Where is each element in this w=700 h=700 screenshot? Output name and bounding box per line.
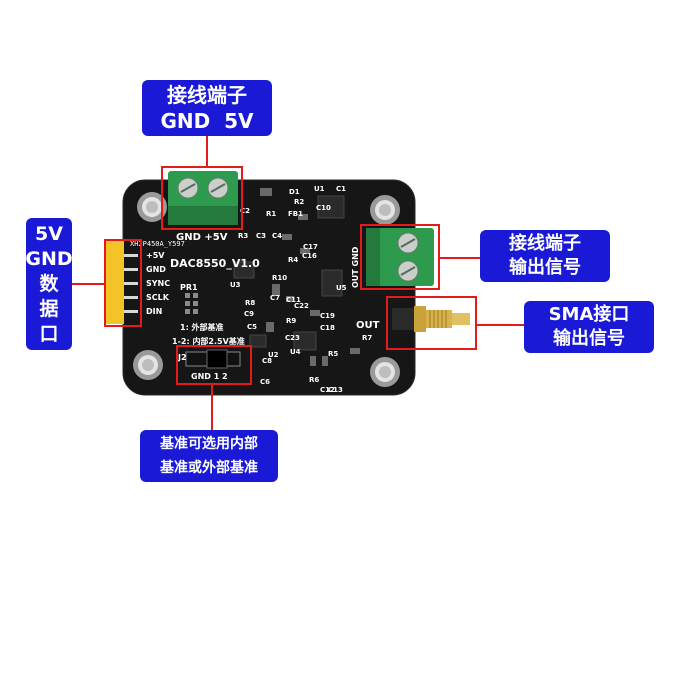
component-designator: C1 [336, 185, 346, 193]
callout-left-line: 数 [39, 272, 59, 295]
highlight-output-terminal [360, 224, 440, 290]
connector-right1 [440, 257, 480, 259]
component-designator: C19 [320, 312, 335, 320]
component-designator: C10 [316, 204, 331, 212]
pr1-label: PR1 [180, 283, 198, 292]
out-terminal-silk: OUT GND [351, 246, 360, 288]
callout-right1-line1: 接线端子 [509, 233, 581, 254]
callout-left-line: 5V [35, 222, 63, 245]
component-designator: C18 [320, 324, 335, 332]
callout-right1-line2: 输出信号 [509, 257, 581, 278]
highlight-top-terminal [161, 166, 243, 230]
callout-top-terminal: 接线端子 GND 5V [142, 80, 272, 136]
component-designator: D1 [289, 188, 300, 196]
component-designator: C9 [244, 310, 254, 318]
callout-right2-line2: 输出信号 [553, 328, 625, 349]
callout-data-port: 5V GND 数 据 口 [25, 218, 73, 350]
component-designator: C7 [270, 294, 280, 302]
component-designator: R3 [238, 232, 248, 240]
callout-left-line: GND [25, 247, 73, 270]
component-designator: C4 [272, 232, 282, 240]
mounting-hole-bottom-left [133, 350, 163, 380]
mounting-hole-top-right [370, 195, 400, 225]
component-designator: C2 [240, 207, 250, 215]
component-designator: R1 [266, 210, 276, 218]
highlight-sma [386, 296, 477, 350]
pin-label: SCLK [146, 293, 170, 302]
callout-right2-line1: SMA接口 [548, 304, 630, 325]
jumper-pins: GND 1 2 [191, 372, 228, 381]
ic-u3 [233, 261, 255, 279]
component-designator: C23 [285, 334, 300, 342]
pin-label: GND [146, 265, 166, 274]
out-label: OUT [356, 320, 380, 331]
ic-u5 [321, 269, 343, 297]
pin-label: SYNC [146, 279, 170, 288]
connector-top [206, 136, 208, 167]
component-designator: U3 [230, 281, 241, 289]
component-designator: C8 [262, 357, 272, 365]
component-designator: C6 [260, 378, 270, 386]
connector-left [72, 283, 105, 285]
header-part-label: XH2P450A_Y597 [130, 240, 185, 248]
jumper-label: J2 [177, 353, 187, 362]
mounting-hole-bottom-right [370, 357, 400, 387]
top-terminal-silk: GND +5V [176, 232, 228, 243]
pin-labels: +5V GND SYNC SCLK DIN [146, 251, 170, 316]
ic-u4 [293, 331, 317, 351]
pin-label: DIN [146, 307, 162, 316]
component-designator: R7 [362, 334, 372, 342]
component-designator: C16 [302, 252, 317, 260]
highlight-pin-header [104, 239, 142, 327]
connector-right2 [477, 324, 524, 326]
component-designator: C22 [294, 302, 309, 310]
ref-note-1: 1: 外部基准 [180, 322, 224, 332]
board-title: DAC8550_V1.0 [170, 257, 260, 270]
callout-top-line2: GND 5V [160, 109, 254, 133]
component-designator: U5 [336, 284, 347, 292]
ic-u2 [249, 334, 267, 348]
top-screw-terminal [168, 171, 238, 225]
component-designator: R8 [245, 299, 255, 307]
component-designator: R10 [272, 274, 287, 282]
ic-u1 [317, 195, 345, 219]
component-designator: R4 [288, 256, 298, 264]
callout-left-line: 口 [39, 322, 59, 345]
highlight-jumper [176, 345, 252, 385]
connector-bottom [211, 385, 213, 430]
component-designator: C13 [328, 386, 343, 394]
component-designator: R2 [294, 198, 304, 206]
component-designator: R6 [309, 376, 319, 384]
callout-sma: SMA接口 输出信号 [524, 301, 654, 353]
component-designator: C3 [256, 232, 266, 240]
component-designator: C12 [320, 386, 335, 394]
pin-header [106, 240, 138, 324]
callout-left-line: 据 [39, 297, 59, 320]
callout-bottom-line2: 基准或外部基准 [160, 460, 258, 476]
component-designator: U1 [314, 185, 325, 193]
pin-label: +5V [146, 251, 165, 260]
callout-output-terminal: 接线端子 输出信号 [480, 230, 610, 282]
callout-reference-option: 基准可选用内部 基准或外部基准 [140, 430, 278, 482]
component-designator: U2 [268, 351, 279, 359]
component-designator: R9 [286, 317, 296, 325]
jumper-j2 [185, 349, 241, 369]
component-designator: C17 [303, 243, 318, 251]
callout-top-line1: 接线端子 [167, 83, 247, 107]
component-designator: C5 [247, 323, 257, 331]
sma-connector [392, 306, 470, 332]
mounting-hole-top-left [137, 192, 167, 222]
component-designator: U4 [290, 348, 301, 356]
component-designator: R5 [328, 350, 338, 358]
output-screw-terminal [366, 228, 434, 286]
pr1-footprint [185, 293, 198, 314]
component-designator: FB1 [288, 210, 303, 218]
callout-bottom-line1: 基准可选用内部 [160, 436, 258, 452]
ref-note-2: 1-2: 内部2.5V基准 [172, 336, 245, 346]
component-designator: C11 [286, 296, 301, 304]
